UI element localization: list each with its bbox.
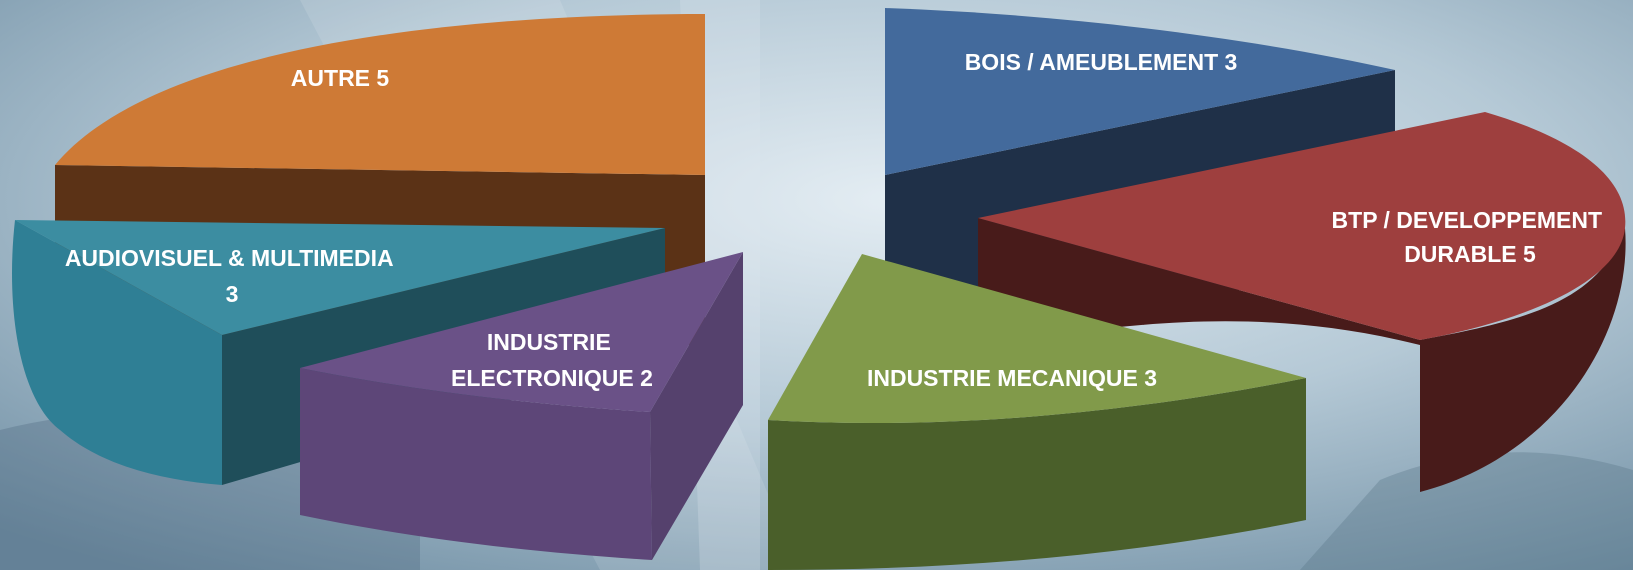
data-labels: AUTRE 5 BOIS / AMEUBLEMENT 3 BTP / DEVEL… [65, 49, 1609, 391]
slice-autre-top [55, 14, 705, 175]
label-bois-line1: BOIS / AMEUBLEMENT 3 [965, 49, 1238, 75]
label-btp-line1: BTP / DEVELOPPEMENT [1332, 207, 1603, 233]
slice-btp-side [978, 218, 1626, 492]
slice-bois-top [885, 8, 1395, 175]
slice-electronique-outer [300, 368, 652, 560]
slice-electronique-side [650, 252, 743, 560]
label-electronique-line2: ELECTRONIQUE 2 [451, 365, 653, 391]
slice-mecanique-top [768, 254, 1306, 424]
label-btp: BTP / DEVELOPPEMENT DURABLE 5 [1332, 207, 1609, 267]
label-audiovisuel-line1: AUDIOVISUEL & MULTIMEDIA [65, 245, 393, 271]
slice-btp [978, 112, 1626, 492]
label-mecanique: INDUSTRIE MECANIQUE 3 [867, 365, 1157, 391]
label-electronique-line1: INDUSTRIE [487, 329, 611, 355]
slice-mecanique-outer [768, 378, 1306, 570]
slice-electronique-top [300, 252, 743, 412]
slice-electronique [300, 252, 743, 560]
label-autre-line1: AUTRE 5 [291, 65, 390, 91]
label-audiovisuel: AUDIOVISUEL & MULTIMEDIA 3 [65, 245, 399, 307]
label-bois: BOIS / AMEUBLEMENT 3 [965, 49, 1238, 75]
label-autre: AUTRE 5 [291, 65, 390, 91]
label-audiovisuel-line2: 3 [226, 281, 239, 307]
slice-btp-top [978, 112, 1626, 340]
label-btp-line2: DURABLE 5 [1404, 241, 1536, 267]
label-electronique: INDUSTRIE ELECTRONIQUE 2 [451, 329, 653, 391]
label-mecanique-line1: INDUSTRIE MECANIQUE 3 [867, 365, 1157, 391]
slice-audiovisuel-outer [12, 220, 222, 485]
slice-mecanique [768, 254, 1306, 570]
slice-audiovisuel-top [15, 220, 665, 335]
